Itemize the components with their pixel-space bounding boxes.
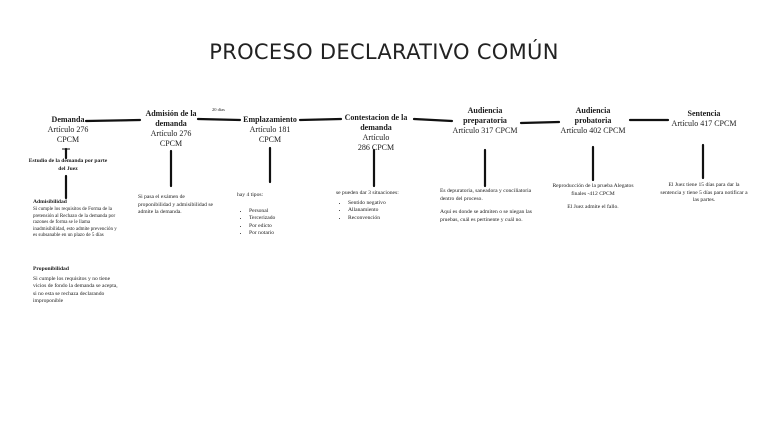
stage-preparatoria: Audiencia preparatoria Artículo 317 CPCM bbox=[446, 106, 524, 136]
stage-emplazamiento-ref-2: CPCM bbox=[258, 135, 282, 144]
stage-sentencia-title: Sentencia bbox=[687, 109, 721, 118]
demanda-study-heading: Estudio de la demanda por parte del Juez bbox=[28, 158, 108, 172]
connector-note: 20 días bbox=[212, 107, 225, 112]
stage-demanda-ref-1: Artículo 276 bbox=[47, 125, 89, 134]
stage-sentencia: Sentencia Artículo 417 CPCM bbox=[664, 109, 744, 129]
connector-preparatoria-probatoria bbox=[519, 120, 561, 125]
connector-demanda-admision bbox=[84, 118, 142, 123]
page-title: PROCESO DECLARATIVO COMÚN bbox=[209, 40, 559, 64]
list-item: Allanamiento bbox=[348, 207, 422, 215]
emplazamiento-intro: hay 4 tipos: bbox=[237, 192, 264, 198]
probatoria-p2: El Juez admite el fallo. bbox=[567, 204, 619, 211]
stage-demanda: Demanda Artículo 276 CPCM bbox=[36, 115, 100, 145]
preparatoria-p2: Aquí es donde se admiten o se niegan las… bbox=[440, 209, 532, 223]
list-item: Reconvención bbox=[348, 215, 422, 223]
list-item: Por notario bbox=[249, 230, 307, 238]
stage-probatoria-ref-1: Artículo 402 CPCM bbox=[560, 126, 626, 135]
stage-contestacion-title: Contestacion de la demanda bbox=[344, 113, 408, 132]
sentencia-detail: El Juez tiene 15 días para dar la senten… bbox=[660, 182, 748, 204]
preparatoria-p1: Es depuratoria, saneadora y conciliatori… bbox=[440, 188, 532, 202]
connector-admision-emplazamiento bbox=[196, 117, 242, 122]
proponibilidad-block: Proponibilidad Si cumple los requisitos … bbox=[33, 266, 119, 306]
admisibilidad-block: Admisibilidad Si cumple los requisitos d… bbox=[33, 199, 117, 239]
stage-preparatoria-ref-1: Artículo 317 CPCM bbox=[452, 126, 518, 135]
list-item: Por edicto bbox=[249, 223, 307, 231]
probatoria-p1: Reproducción de la prueba Alegatos final… bbox=[552, 183, 634, 197]
stage-emplazamiento-title: Emplazamiento bbox=[243, 115, 297, 124]
contestacion-list: Sentido negativo Allanamiento Reconvenci… bbox=[336, 200, 422, 223]
stage-sentencia-ref-1: Artículo 417 CPCM bbox=[671, 119, 737, 128]
list-item: Tercerizado bbox=[249, 215, 307, 223]
stage-probatoria: Audiencia probatoria Artículo 402 CPCM bbox=[556, 106, 630, 136]
stage-preparatoria-title: Audiencia preparatoria bbox=[463, 106, 507, 125]
stage-admision: Admisión de la demanda Artículo 276 CPCM bbox=[138, 109, 204, 149]
admisibilidad-text: Si cumple los requisitos de Forma de la … bbox=[33, 207, 117, 239]
stage-admision-title: Admisión de la demanda bbox=[145, 109, 197, 128]
admisibilidad-title: Admisibilidad bbox=[33, 199, 67, 205]
stage-contestacion-ref-1: Artículo bbox=[362, 133, 390, 142]
connector-emplazamiento-contestacion bbox=[298, 117, 343, 122]
emplazamiento-list: Personal Tercerizado Por edicto Por nota… bbox=[237, 208, 307, 238]
admision-detail: Si pasa el exámen de proponibilidad y ad… bbox=[138, 194, 214, 216]
stage-emplazamiento-ref-1: Artículo 181 bbox=[249, 125, 291, 134]
probatoria-detail: Reproducción de la prueba Alegatos final… bbox=[552, 183, 634, 212]
emplazamiento-detail: hay 4 tipos: Personal Tercerizado Por ed… bbox=[237, 192, 307, 238]
contestacion-intro: se pueden dar 3 situaciones: bbox=[336, 190, 399, 196]
proponibilidad-text: Si cumple los requisitos y no tiene vici… bbox=[33, 275, 118, 305]
preparatoria-detail: Es depuratoria, saneadora y conciliatori… bbox=[440, 188, 532, 224]
stage-contestacion: Contestacion de la demanda Artículo 286 … bbox=[338, 113, 414, 153]
stage-demanda-ref-2: CPCM bbox=[56, 135, 80, 144]
stage-emplazamiento: Emplazamiento Artículo 181 CPCM bbox=[236, 115, 304, 145]
stage-contestacion-ref-2: 286 CPCM bbox=[357, 143, 395, 152]
stage-probatoria-title: Audiencia probatoria bbox=[574, 106, 612, 125]
list-item: Personal bbox=[249, 208, 307, 216]
stage-demanda-title: Demanda bbox=[51, 115, 85, 124]
proponibilidad-title: Proponibilidad bbox=[33, 266, 69, 272]
connector-contestacion-preparatoria bbox=[412, 117, 454, 123]
stage-admision-ref-2: CPCM bbox=[159, 139, 183, 148]
contestacion-detail: se pueden dar 3 situaciones: Sentido neg… bbox=[336, 190, 422, 222]
stage-admision-ref-1: Artículo 276 bbox=[150, 129, 192, 138]
list-item: Sentido negativo bbox=[348, 200, 422, 208]
